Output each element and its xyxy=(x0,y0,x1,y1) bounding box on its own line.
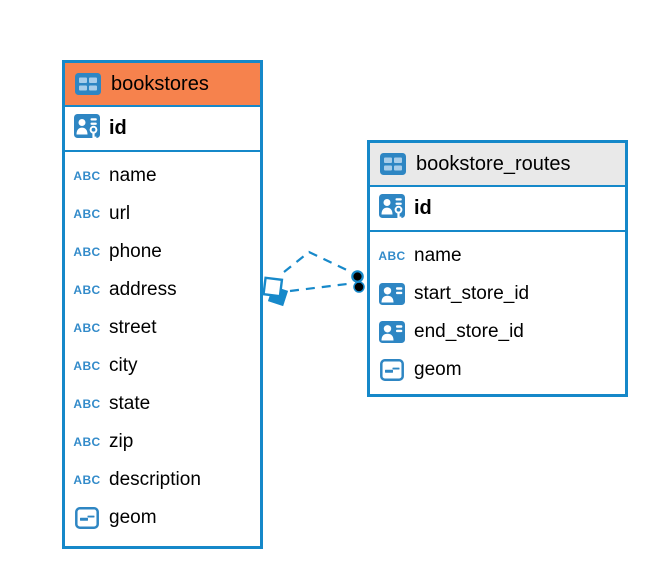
column-name: zip xyxy=(109,431,134,452)
column-list: ABC name ABC url ABC phone ABC address A… xyxy=(65,152,260,537)
relationship-dot xyxy=(351,270,364,283)
reference-type-icon xyxy=(378,283,406,305)
table-row[interactable]: end_store_id xyxy=(370,313,625,351)
column-name: phone xyxy=(109,241,162,262)
text-type-icon: ABC xyxy=(73,359,101,373)
geometry-type-icon xyxy=(73,507,101,529)
table-row[interactable]: ABC url xyxy=(65,195,260,233)
column-name: end_store_id xyxy=(414,321,524,342)
table-title: bookstores xyxy=(111,72,209,95)
relationship-diamond-filled xyxy=(267,285,289,307)
column-name: address xyxy=(109,279,177,300)
table-row[interactable]: ABC description xyxy=(65,461,260,499)
column-name: state xyxy=(109,393,151,414)
table-row[interactable]: ABC street xyxy=(65,309,260,347)
text-type-icon: ABC xyxy=(73,207,101,221)
text-type-icon: ABC xyxy=(73,245,101,259)
relationship-dot xyxy=(353,281,365,293)
text-type-icon: ABC xyxy=(73,473,101,487)
table-icon xyxy=(379,153,407,175)
column-name: geom xyxy=(109,507,157,528)
column-name: id xyxy=(414,197,432,219)
text-type-icon: ABC xyxy=(378,249,406,263)
column-name: start_store_id xyxy=(414,283,530,304)
table-row[interactable]: ABC name xyxy=(65,157,260,195)
table-row[interactable]: id xyxy=(370,187,625,232)
relationship-diamond-outline xyxy=(262,276,284,298)
column-name: name xyxy=(414,245,462,266)
table-bookstores[interactable]: bookstores id ABC name ABC url ABC phone… xyxy=(62,60,263,549)
table-row[interactable]: id xyxy=(65,107,260,152)
table-bookstore-routes[interactable]: bookstore_routes id ABC name start_store… xyxy=(367,140,628,397)
reference-type-icon xyxy=(378,321,406,343)
text-type-icon: ABC xyxy=(73,283,101,297)
relationship-line[interactable] xyxy=(289,282,348,293)
text-type-icon: ABC xyxy=(73,397,101,411)
table-row[interactable]: geom xyxy=(65,499,260,537)
table-row[interactable]: ABC city xyxy=(65,347,260,385)
primary-key-icon xyxy=(378,194,406,224)
column-list: ABC name start_store_id end_store_id ge xyxy=(370,232,625,389)
table-row[interactable]: ABC state xyxy=(65,385,260,423)
relationship-line[interactable] xyxy=(283,250,352,273)
column-name: description xyxy=(109,469,201,490)
column-name: city xyxy=(109,355,138,376)
column-name: street xyxy=(109,317,157,338)
column-name: geom xyxy=(414,359,462,380)
table-title: bookstore_routes xyxy=(416,152,571,175)
table-row[interactable]: ABC phone xyxy=(65,233,260,271)
table-header-bookstore-routes[interactable]: bookstore_routes xyxy=(370,143,625,187)
text-type-icon: ABC xyxy=(73,435,101,449)
table-row[interactable]: geom xyxy=(370,351,625,389)
text-type-icon: ABC xyxy=(73,169,101,183)
table-row[interactable]: ABC name xyxy=(370,237,625,275)
table-row[interactable]: ABC address xyxy=(65,271,260,309)
column-name: url xyxy=(109,203,131,224)
table-row[interactable]: start_store_id xyxy=(370,275,625,313)
primary-key-icon xyxy=(73,114,101,144)
column-name: name xyxy=(109,165,157,186)
table-header-bookstores[interactable]: bookstores xyxy=(65,63,260,107)
table-row[interactable]: ABC zip xyxy=(65,423,260,461)
text-type-icon: ABC xyxy=(73,321,101,335)
geometry-type-icon xyxy=(378,359,406,381)
table-icon xyxy=(74,73,102,95)
column-name: id xyxy=(109,117,127,139)
